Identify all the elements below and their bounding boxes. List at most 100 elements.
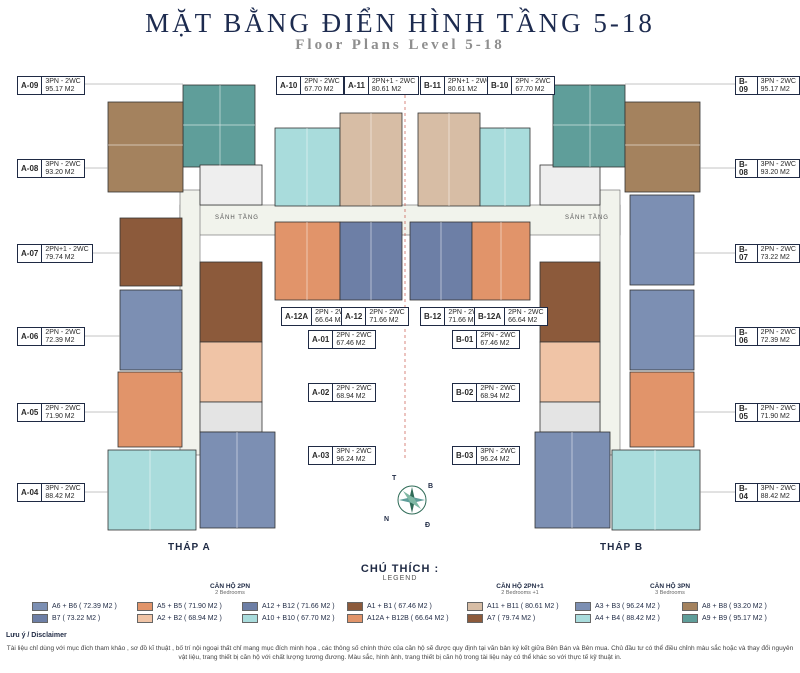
unit-b06 xyxy=(629,289,695,371)
legend-title: CHÚ THÍCH : xyxy=(360,563,440,575)
legend-swatch xyxy=(32,614,48,623)
unit-b01 xyxy=(539,261,601,343)
unit-b07 xyxy=(629,194,695,286)
legend-swatch xyxy=(682,602,698,611)
legend-swatch xyxy=(347,614,363,623)
unit-b08 xyxy=(624,101,701,193)
unit-a06 xyxy=(119,289,183,371)
unit-a08 xyxy=(107,101,184,193)
legend-item: A2 + B2 ( 68.94 M2 ) xyxy=(137,614,222,623)
legend-label: B7 ( 73.22 M2 ) xyxy=(52,615,101,622)
legend-item: A11 + B11 ( 80.61 M2 ) xyxy=(467,602,559,611)
legend-swatch xyxy=(137,614,153,623)
compass-icon xyxy=(397,485,427,515)
unit-a10 xyxy=(274,127,341,207)
legend-label: A2 + B2 ( 68.94 M2 ) xyxy=(157,615,222,622)
legend-item: A5 + B5 ( 71.90 M2 ) xyxy=(137,602,222,611)
legend-label: A11 + B11 ( 80.61 M2 ) xyxy=(487,603,559,610)
legend-label: A6 + B6 ( 72.39 M2 ) xyxy=(52,603,117,610)
legend-label: A1 + B1 ( 67.46 M2 ) xyxy=(367,603,432,610)
stair-b xyxy=(539,401,601,433)
unit-a04 xyxy=(107,449,197,531)
unit-a02 xyxy=(199,341,263,403)
disclaimer-text: Tài liệu chỉ dùng với mục đích tham khảo… xyxy=(6,645,794,661)
unit-a03 xyxy=(199,431,276,529)
core-a xyxy=(199,164,263,206)
legend-swatch xyxy=(575,614,591,623)
legend-subtitle: LEGEND xyxy=(382,575,418,582)
unit-a07 xyxy=(119,217,183,287)
legend-label: A3 + B3 ( 96.24 M2 ) xyxy=(595,603,660,610)
unit-b05 xyxy=(629,371,695,448)
legend-item: A10 + B10 ( 67.70 M2 ) xyxy=(242,614,335,623)
legend-item: A4 + B4 ( 88.42 M2 ) xyxy=(575,614,660,623)
legend-item: A7 ( 79.74 M2 ) xyxy=(467,614,535,623)
legend-label: A5 + B5 ( 71.90 M2 ) xyxy=(157,603,222,610)
legend-item: A8 + B8 ( 93.20 M2 ) xyxy=(682,602,767,611)
lobby-label-a: SẢNH TẦNG xyxy=(215,215,259,221)
legend-item: A12A + B12B ( 66.64 M2 ) xyxy=(347,614,449,623)
unit-a05 xyxy=(117,371,183,448)
legend-swatch xyxy=(682,614,698,623)
unit-a01 xyxy=(199,261,263,343)
legend-item: A3 + B3 ( 96.24 M2 ) xyxy=(575,602,660,611)
legend-label: A9 + B9 ( 95.17 M2 ) xyxy=(702,615,767,622)
legend-label: A10 + B10 ( 67.70 M2 ) xyxy=(262,615,335,622)
legend-item: B7 ( 73.22 M2 ) xyxy=(32,614,100,623)
legend-label: A12 + B12 ( 71.66 M2 ) xyxy=(262,603,335,610)
compass-label-d: Đ xyxy=(425,522,431,529)
legend-item: A12 + B12 ( 71.66 M2 ) xyxy=(242,602,335,611)
legend-item: A1 + B1 ( 67.46 M2 ) xyxy=(347,602,432,611)
compass-label-n: N xyxy=(384,516,390,523)
legend-label: A8 + B8 ( 93.20 M2 ) xyxy=(702,603,767,610)
room-lines xyxy=(108,85,700,530)
unit-a12a xyxy=(274,221,341,301)
page-title: MẶT BẰNG ĐIỂN HÌNH TẦNG 5-18 xyxy=(145,8,655,38)
legend-item: A9 + B9 ( 95.17 M2 ) xyxy=(682,614,767,623)
lobby-label-b: SẢNH TẦNG xyxy=(565,215,609,221)
core-b xyxy=(539,164,601,206)
legend-swatch xyxy=(242,602,258,611)
compass-label-t: T xyxy=(392,475,397,482)
corridor-left xyxy=(179,189,201,456)
unit-a09 xyxy=(182,84,256,168)
legend-swatch xyxy=(137,602,153,611)
floor-plan-drawing xyxy=(78,83,735,531)
legend-item: A6 + B6 ( 72.39 M2 ) xyxy=(32,602,117,611)
legend-swatch xyxy=(347,602,363,611)
unit-b02 xyxy=(539,341,601,403)
legend-swatch xyxy=(467,614,483,623)
page-subtitle: Floor Plans Level 5-18 xyxy=(295,37,505,53)
unit-b09 xyxy=(552,84,626,168)
legend-swatch xyxy=(575,602,591,611)
tower-b-label: THÁP B xyxy=(600,542,644,553)
disclaimer-title: Lưu ý / Disclaimer xyxy=(6,632,67,639)
legend-label: A4 + B4 ( 88.42 M2 ) xyxy=(595,615,660,622)
